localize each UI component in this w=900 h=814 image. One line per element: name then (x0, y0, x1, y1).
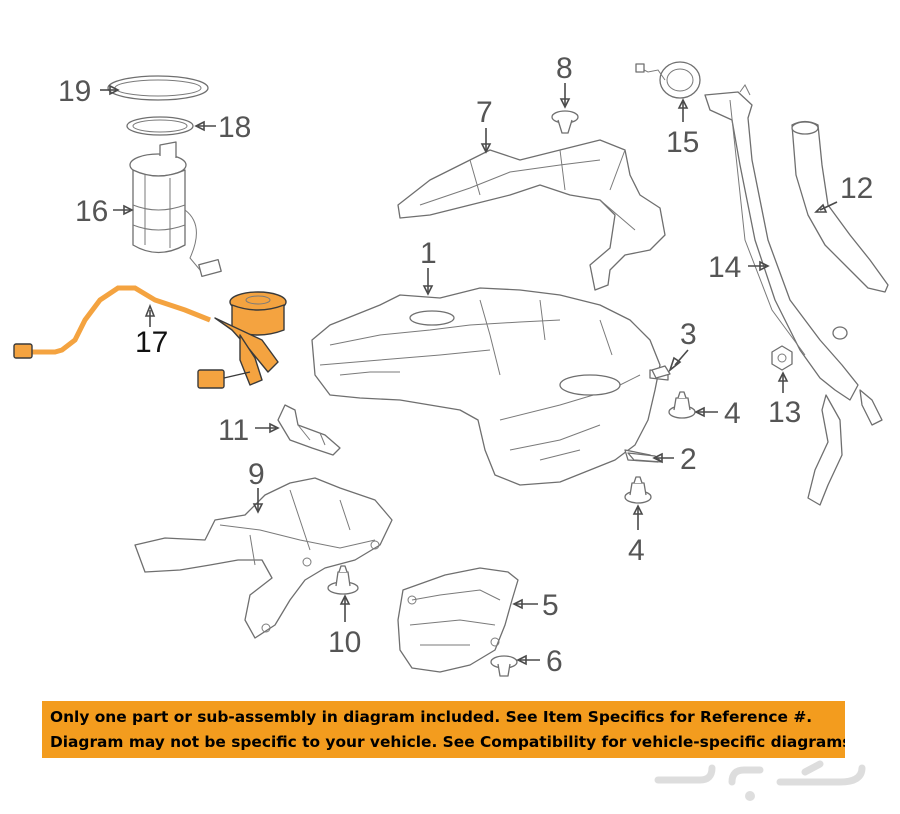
part-14-fuel-filler-tube (704, 84, 883, 506)
part-9-crossmember (134, 477, 393, 639)
part-16-fuel-pump-module (129, 141, 222, 278)
callout-16: 16 (75, 195, 108, 228)
callout-1: 1 (420, 237, 437, 270)
callout-7: 7 (476, 96, 493, 129)
part-3-tank-strap (651, 365, 671, 379)
part-7-heat-shield (397, 139, 666, 291)
part-15-fuel-cap (635, 61, 701, 99)
part-17-fuel-pump-harness-highlighted (13, 285, 287, 389)
notice-line-2: Diagram may not be specific to your vehi… (50, 733, 845, 751)
callout-4-lower: 4 (628, 534, 645, 567)
part-10-push-pin (327, 565, 359, 595)
callout-13: 13 (768, 396, 801, 429)
part-18-seal-ring (126, 116, 194, 136)
callout-2: 2 (680, 443, 697, 476)
callout-6: 6 (546, 645, 563, 678)
callout-8: 8 (556, 52, 573, 85)
part-5-shield (397, 567, 519, 673)
callout-12: 12 (840, 172, 873, 205)
part-11-bracket (277, 404, 341, 456)
part-6-push-pin (490, 655, 518, 677)
callout-5: 5 (542, 589, 559, 622)
notice-line-1: Only one part or sub-assembly in diagram… (50, 708, 813, 726)
callout-17: 17 (135, 326, 168, 359)
part-1-fuel-tank (311, 287, 669, 486)
part-4-clip-upper (668, 391, 696, 419)
callout-4-upper: 4 (724, 397, 741, 430)
callout-14: 14 (708, 251, 741, 284)
part-4-clip-lower (624, 476, 652, 504)
callout-19: 19 (58, 75, 91, 108)
callout-18: 18 (218, 111, 251, 144)
part-12-filler-neck-hose (791, 120, 889, 293)
leader-lines (100, 83, 838, 666)
callout-3: 3 (680, 318, 697, 351)
callout-11: 11 (218, 414, 249, 447)
haraj-logo-watermark (654, 760, 866, 801)
callout-10: 10 (328, 626, 361, 659)
part-8-push-pin (551, 110, 579, 134)
callout-15: 15 (666, 126, 699, 159)
part-13-hex-nut (771, 345, 793, 371)
compatibility-notice: Only one part or sub-assembly in diagram… (42, 701, 845, 758)
part-19-lock-ring (107, 75, 209, 101)
callout-9: 9 (248, 458, 265, 491)
